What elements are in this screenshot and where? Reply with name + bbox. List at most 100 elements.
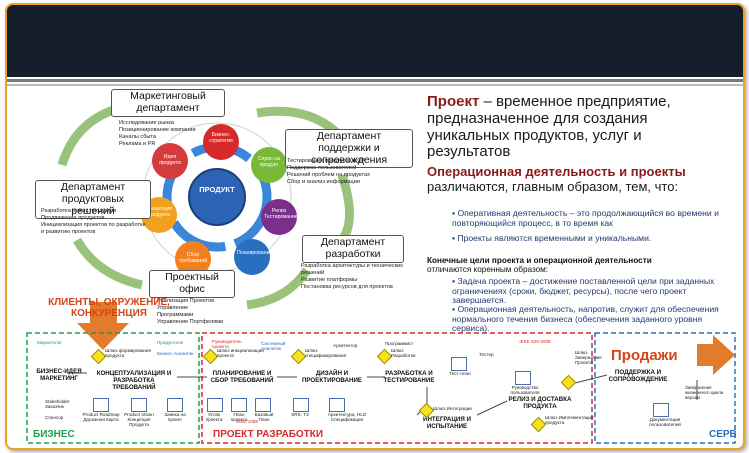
zone-sales-box [594, 332, 736, 444]
project-definition: Проект – временное предприятие, предназн… [427, 93, 727, 161]
gate-7: Шлюз Завершения Проекта [575, 350, 602, 366]
step-conceptualization: КОНЦЕПТУАЛИЗАЦИЯ И РАЗРАБОТКА ТРЕБОВАНИЙ [96, 370, 172, 391]
gate-2: Шлюз инициализации проекта [217, 348, 264, 359]
header-divider-light [7, 84, 743, 86]
role-pm: Руководитель проекта [212, 339, 242, 350]
petal-label-4: Планирование [237, 250, 273, 256]
doc-icon-7 [293, 398, 309, 412]
slide: ПРОДУКТ Бизнес-стратегия Спрос на продук… [5, 3, 745, 450]
doc-icon-9 [451, 357, 467, 371]
doc-testplan: Тест-план [449, 371, 471, 376]
dept-dev-title: Департамент разработки [302, 235, 404, 263]
step-release: РЕЛИЗ И ДОСТАВКА ПРОДУКТА [508, 396, 572, 410]
dept-product-items: Разработка новых продуктов Продвижение п… [41, 208, 146, 235]
doc-architecture: Архитектура, HLD Спецификация [327, 412, 367, 423]
doc-srs: SRS, ТЗ [291, 412, 309, 417]
role-architect: Архитектор [333, 343, 358, 348]
petal-label-5: Сбор требований [178, 252, 208, 264]
clients-label: КЛИЕНТЫ, ОКРУЖЕНИЕ, КОНКУРЕНЦИЯ [48, 297, 170, 320]
dept-marketing-title: Маркетинговый департамент [111, 89, 225, 117]
dept-support-items: Тестирование продуктов и QA Поддержка по… [287, 158, 370, 185]
goals-heading: Конечные цели проекта и операционной дея… [427, 256, 727, 274]
gate-4: Шлюз Разработки [391, 348, 416, 359]
role-tester: Тестер [479, 352, 494, 357]
role-sponsor: Спонсор [45, 415, 64, 420]
petal-label-6: Концепция продукта [145, 206, 173, 218]
zone-project-label: ПРОЕКТ РАЗРАБОТКИ [213, 429, 324, 440]
zone-business-label: БИЗНЕС [33, 429, 75, 440]
doc-user-docs: Документация пользователей [649, 417, 681, 428]
end-of-life-label: Завершение жизненного цикла версии [685, 385, 724, 401]
goals-bullet-1: ▪ Задача проекта – достижение поставленн… [452, 276, 715, 306]
dept-pmo-items: Реализация Проектов Управление Программа… [157, 298, 224, 325]
difference-bullet-2: ▪ Проекты являются временными и уникальн… [452, 233, 652, 243]
difference-bullet-2-text: Проекты являются временными и уникальным… [457, 233, 652, 243]
doc-icon-3 [167, 398, 183, 412]
petal-idea [152, 143, 188, 179]
step-integration: ИНТЕГРАЦИЯ И ИСПЫТАНИЕ [423, 416, 471, 430]
goals-bullet-1-text: Задача проекта – достижение поставленной… [452, 276, 715, 306]
center-product [188, 168, 246, 226]
green-arc-5 [73, 237, 144, 290]
std-ieee-1058: IEEE 1058 [236, 419, 258, 424]
cycle-diagram [26, 100, 736, 444]
doc-icon-1 [93, 398, 109, 412]
project-definition-text: – временное предприятие, предназначенное… [427, 93, 671, 161]
difference-heading: Операционная деятельность и проекты разл… [427, 164, 727, 194]
clients-arrow [77, 302, 129, 350]
zone-sales-label: Продажи [611, 347, 678, 364]
sales-arrow [697, 335, 735, 375]
doc-icon-11 [653, 403, 669, 417]
doc-baseline: Базовый План [254, 412, 274, 423]
dept-pmo-title: Проектный офис [149, 270, 235, 298]
doc-icon-2 [131, 398, 147, 412]
goals-heading-normal: отличаются коренным образом: [427, 265, 549, 275]
slide-header-bar [7, 5, 743, 77]
petal-label-3: Релиз Тестирование [264, 208, 298, 220]
doc-icon-10 [515, 371, 531, 385]
role-system-analyst: Системный Аналитик [261, 341, 286, 352]
role-marketer: Маркетолог [37, 340, 62, 345]
gate-6: Шлюз Имплементации продукта [545, 415, 594, 426]
doc-icon-5 [231, 398, 247, 412]
role-productologist: Продуктолог [157, 340, 184, 345]
green-arc-2 [256, 106, 341, 137]
dept-support-title: Департамент поддержки и сопровождения [285, 129, 413, 169]
center-label: ПРОДУКТ [199, 185, 235, 194]
std-ieee-829: IEEE 829-2008 [519, 339, 551, 344]
doc-icon-6 [255, 398, 271, 412]
step-design: ДИЗАЙН И ПРОЕКТИРОВАНИЕ [301, 370, 363, 384]
goals-bullet-2: ▪ Операционная деятельность, напротив, с… [452, 304, 719, 334]
petal-label-2: Спрос на продукт [257, 156, 281, 168]
goals-bullet-2-text: Операционная деятельность, напротив, слу… [452, 304, 719, 334]
doc-icon-8 [329, 398, 345, 412]
petal-label-7: Идея продукта [159, 154, 181, 166]
doc-user-guide: Руководство пользователя [510, 385, 540, 396]
petal-demand [251, 147, 287, 183]
goals-heading-bold: Конечные цели проекта и операционной дея… [427, 256, 652, 265]
petal-business-strategy [203, 124, 239, 160]
difference-text: различаются, главным образом, тем, что: [427, 178, 679, 194]
dept-marketing-items: Исследование рынка Позиционирование комп… [119, 120, 196, 147]
difference-bullet-1: ▪ Оперативная деятельность – это продолж… [452, 208, 719, 228]
zone-service-label: СЕРВ [709, 429, 737, 440]
role-stakeholder: Stakeholder Заказчик [45, 399, 70, 410]
gate-5: Шлюз Интеграции [433, 406, 472, 411]
doc-plan: План проекта [230, 412, 248, 423]
dept-product-title: Департамент продуктовых решений [35, 180, 151, 220]
header-divider-dark [7, 79, 743, 82]
zone-project-box [201, 332, 593, 444]
role-programmer: Программист [385, 341, 414, 346]
doc-charter: Устав проекта [205, 412, 223, 423]
step-business-idea: БИЗНЕС-ИДЕЯ МАРКЕТИНГ [36, 368, 82, 382]
difference-term: Операционная деятельность и проекты [427, 164, 686, 179]
project-term: Проект [427, 93, 480, 110]
step-support: ПОДДЕРЖКА И СОПРОВОЖДЕНИЕ [608, 369, 668, 383]
petal-release-testing [261, 199, 297, 235]
petal-label-1: Бизнес-стратегия [209, 132, 233, 144]
doc-icon-4 [207, 398, 223, 412]
green-arc-4 [246, 267, 311, 310]
petal-planning [234, 239, 270, 275]
step-development: РАЗРАБОТКА И ТЕСТИРОВАНИЕ [383, 370, 435, 384]
role-business-analyst: Бизнес Аналитик [157, 351, 194, 356]
